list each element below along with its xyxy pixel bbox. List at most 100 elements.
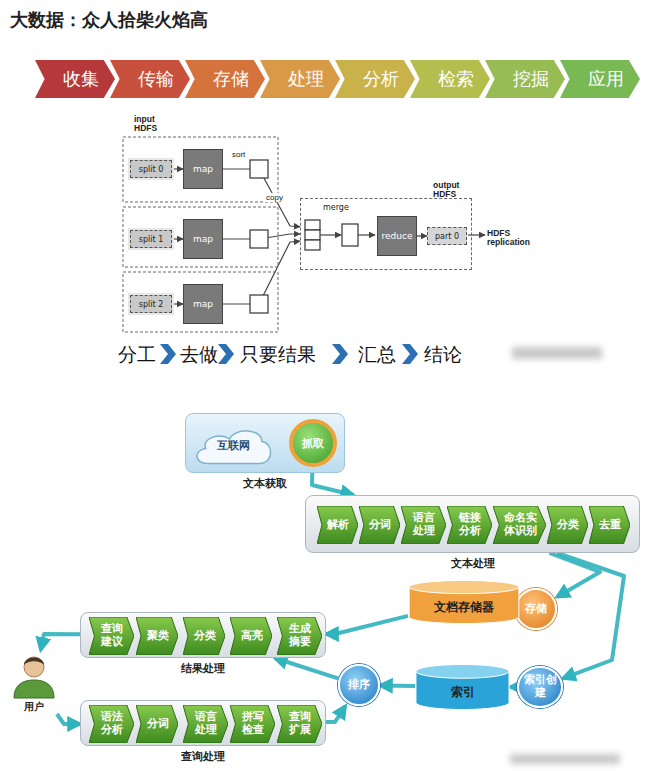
user-figure: 用户 — [8, 650, 60, 714]
connector — [326, 616, 408, 634]
chevron-fill — [260, 60, 340, 98]
internet-cloud: 互联网 — [193, 423, 273, 467]
input-split: split 0 — [130, 160, 172, 178]
node-heading: 结果处理 — [81, 661, 325, 676]
chevron-fill — [110, 60, 190, 98]
chevron-fill — [183, 617, 225, 655]
stage-chevron: 收集 — [35, 60, 115, 98]
node-text: 检索 — [438, 67, 474, 91]
step-chevron: 去重 — [589, 506, 630, 544]
cloud-outline — [197, 431, 271, 464]
task-box: map — [183, 219, 223, 259]
step-chevron: 解析 — [317, 506, 358, 544]
node-text: 分词 — [147, 718, 169, 731]
stage-chevron: 挖掘 — [485, 60, 565, 98]
diagram-label: sort — [232, 150, 245, 159]
chevron-fill — [589, 506, 630, 544]
step-chevron: 语言处理 — [183, 705, 228, 743]
node-text: 查询扩展 — [286, 711, 314, 736]
chevron-fill — [359, 506, 400, 544]
connector — [172, 168, 183, 169]
node-text: 语言处理 — [192, 711, 220, 736]
node-heading: 文本获取 — [186, 476, 344, 491]
step-word: 分工 — [118, 342, 156, 368]
node-text: split 1 — [139, 235, 163, 244]
node-text: 索引 — [451, 684, 475, 701]
node-text: 处理 — [288, 67, 324, 91]
step-chevron: 分词 — [136, 705, 178, 743]
stage-chevron: 处理 — [260, 60, 340, 98]
step-word: 只要结果 — [240, 342, 316, 368]
chevron-fill — [35, 60, 115, 98]
crawl-circle: 抓取 — [289, 419, 337, 467]
chevron-fill — [447, 506, 492, 544]
node-text: 查询建议 — [98, 623, 126, 648]
stage-chevron: 传输 — [110, 60, 190, 98]
step-chevron: 拼写检查 — [230, 705, 275, 743]
node-text: 解析 — [327, 519, 349, 532]
step-chevron: 分词 — [359, 506, 400, 544]
step-word: 结论 — [424, 342, 462, 368]
stage-chevron: 存储 — [185, 60, 265, 98]
acquisition-panel: 文本获取互联网抓取 — [185, 413, 345, 473]
node-text: 命名实体识别 — [502, 512, 538, 537]
node-text: 拼写检查 — [239, 711, 267, 736]
input-split: split 1 — [130, 230, 172, 248]
node-text: split 0 — [139, 165, 163, 174]
node-text: 聚类 — [147, 630, 169, 643]
storage-circle: 存储 — [515, 588, 557, 630]
node-text: 存储 — [213, 67, 249, 91]
step-chevron: 分类 — [547, 506, 588, 544]
step-chevron: 聚类 — [136, 617, 178, 655]
person-hair — [24, 658, 44, 666]
chevron-fill — [401, 506, 446, 544]
node-text: 分类 — [194, 630, 216, 643]
input-split: split 2 — [130, 295, 172, 313]
node-text: 分类 — [557, 519, 579, 532]
step-chevron: 命名实体识别 — [493, 506, 546, 544]
chevron-fill — [185, 60, 265, 98]
sort-buffers — [250, 160, 358, 313]
node-text: 传输 — [138, 67, 174, 91]
node-heading: 文本处理 — [306, 556, 639, 571]
node-text: reduce — [382, 231, 413, 241]
chevron-fill — [89, 617, 134, 655]
node-heading: merge — [323, 203, 349, 212]
node-text: 索引创建 — [519, 674, 561, 699]
node-text: 去重 — [599, 519, 621, 532]
step-chevron: 高亮 — [230, 617, 272, 655]
connector — [417, 235, 427, 236]
stage-chevron: 分析 — [335, 60, 415, 98]
node-text: 挖掘 — [513, 67, 549, 91]
connector — [41, 634, 80, 650]
node-text: 链接分析 — [456, 512, 484, 537]
stage-chevron: 应用 — [560, 60, 640, 98]
person-head — [24, 657, 44, 677]
node-text: 分析 — [363, 67, 399, 91]
task-box: reduce — [377, 216, 417, 256]
chevron-fill — [485, 60, 565, 98]
blurred-watermark — [510, 347, 620, 764]
process-band: 结果处理查询建议聚类分类高亮生成摘要 — [80, 612, 326, 658]
node-text: 存储 — [525, 603, 547, 616]
node-text: 生成摘要 — [286, 623, 314, 648]
task-box: map — [183, 284, 223, 324]
node-text: 互联网 — [217, 438, 250, 453]
edge-label: copy — [264, 193, 285, 202]
document-store: 文档存储器 — [408, 580, 520, 624]
chevron-fill — [136, 617, 178, 655]
node-text: 收集 — [63, 67, 99, 91]
connector — [380, 683, 415, 688]
input-panels — [123, 137, 278, 332]
step-chevron: 查询建议 — [89, 617, 134, 655]
node-text: map — [193, 234, 213, 244]
node-text: part 0 — [435, 232, 459, 241]
step-chevron: 分类 — [183, 617, 225, 655]
chevron-fill — [277, 705, 322, 743]
connector — [326, 706, 345, 722]
node-text: 语法分析 — [98, 711, 126, 736]
step-chevron: 语法分析 — [89, 705, 134, 743]
step-chevron: 查询扩展 — [277, 705, 322, 743]
chevron-fill — [183, 705, 228, 743]
